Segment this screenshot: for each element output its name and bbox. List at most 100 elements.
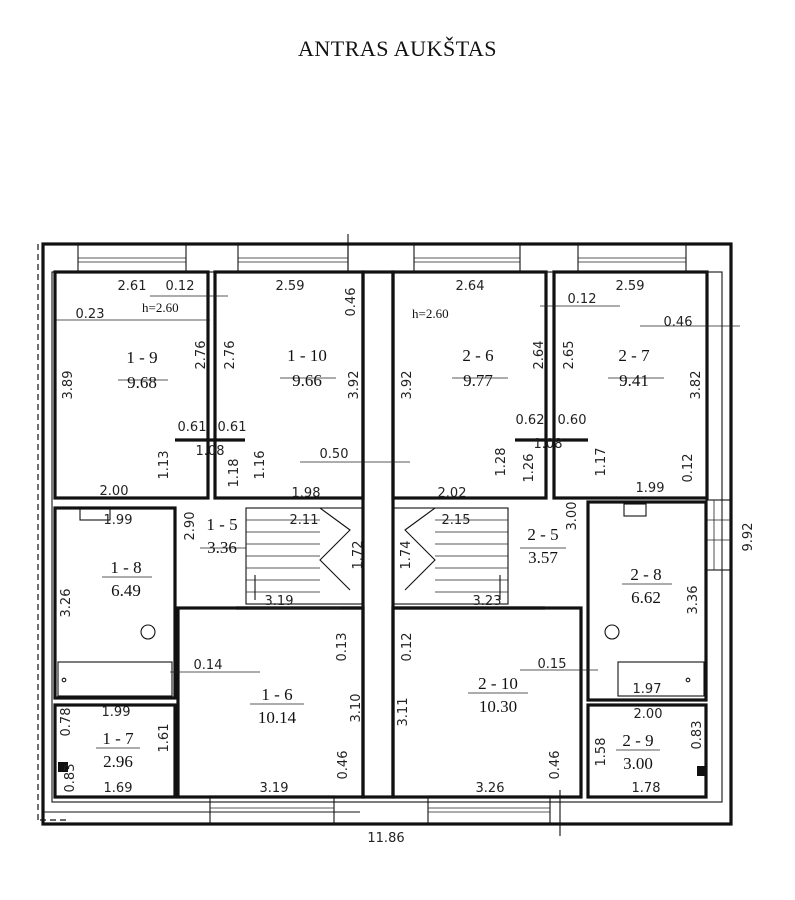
dimension-label: 2.59 [276,279,305,294]
dimension-label: 1.74 [399,541,414,570]
dimension-label: 2.00 [634,707,663,722]
dimension-label: 3.92 [400,371,415,400]
room-number: 1 - 9 [126,348,157,367]
dimension-label: 0.62 [516,413,545,428]
dimension-label: 2.76 [194,341,209,370]
window-top-2 [237,243,349,273]
dimension-label: 3.00 [565,502,580,531]
dimension-label: 3.23 [473,594,502,609]
dimension-label: 0.12 [681,454,696,483]
dimension-label: 3.89 [61,371,76,400]
dimension-label: 0.46 [548,751,563,780]
plan-title: ANTRAS AUKŠTAS [298,36,497,61]
chimney-left [58,762,68,772]
dimension-label: 1.99 [102,705,131,720]
room-number: 2 - 5 [527,525,558,544]
dimension-label: 1.97 [633,682,662,697]
dimension-label: 0.50 [320,447,349,462]
dimension-label: 2.00 [100,484,129,499]
dimension-label: 0.12 [400,633,415,662]
ceiling-height-note-right: h=2.60 [412,306,449,321]
room-area: 9.41 [619,371,649,390]
dimension-label: 3.82 [689,371,704,400]
dimension-label: 1.98 [292,486,321,501]
dimension-label: 1.69 [104,781,133,796]
dimension-label: 3.10 [349,694,364,723]
room-1-10: 1 - 10 9.66 [287,346,327,390]
overall-width-dimension: 11.86 [367,831,404,846]
stairs-right [392,507,509,605]
dimension-label: 9.92 [741,523,756,552]
dimension-label: 0.13 [335,633,350,662]
dimension-label: 1.26 [522,454,537,483]
room-2-5: 2 - 5 3.57 [527,525,558,567]
window-top-4 [577,243,687,273]
toilet-right [604,624,620,640]
room-area: 3.36 [207,538,237,557]
room-number: 1 - 10 [287,346,327,365]
dimension-label: 0.61 [218,420,247,435]
room-area: 2.96 [103,752,133,771]
chimney-right [697,766,707,776]
room-area: 9.77 [463,371,493,390]
dimension-label: 0.83 [690,721,705,750]
dimension-label: 0.15 [538,657,567,672]
room-area: 6.62 [631,588,661,607]
dimension-label: 1.13 [157,451,172,480]
dimension-label: 1.99 [104,513,133,528]
dimension-label: 1.16 [253,451,268,480]
dimension-label: 0.12 [568,292,597,307]
dimension-label: 2.90 [183,512,198,541]
dimension-label: 1.08 [196,444,225,459]
dimension-label: 1.72 [351,541,366,570]
window-top-3 [413,243,521,273]
room-number: 1 - 5 [206,515,237,534]
window-right [705,499,732,571]
room-area: 10.14 [258,708,297,727]
dimension-label: 2.76 [223,341,238,370]
dimension-label: 2.11 [290,513,319,528]
room-number: 2 - 6 [462,346,493,365]
dimension-label: 1.17 [594,448,609,477]
dimension-label: 1.28 [494,448,509,477]
dimension-label: 1.99 [636,481,665,496]
dimension-label: 2.65 [562,341,577,370]
room-2-6: 2 - 6 9.77 [462,346,493,390]
dimension-label: 3.19 [265,594,294,609]
dimension-label: 0.46 [336,751,351,780]
room-1-5: 1 - 5 3.36 [206,515,237,557]
dimension-labels: 2.61 0.12 2.59 2.64 0.12 2.59 0.23 0.46 … [59,279,756,846]
dimension-label: 3.11 [396,698,411,727]
room-area: 6.49 [111,581,141,600]
dimension-label: 1.08 [534,437,563,452]
room-2-7: 2 - 7 9.41 [618,346,650,390]
dimension-label: 3.92 [347,371,362,400]
ceiling-height-note-left: h=2.60 [142,300,179,315]
room-number: 1 - 7 [102,729,134,748]
dimension-label: 3.36 [686,586,701,615]
dimension-label: 1.58 [594,738,609,767]
dimension-label: 0.14 [194,658,223,673]
room-number: 2 - 8 [630,565,661,584]
dimension-label: 0.46 [664,315,693,330]
dimension-label: 1.78 [632,781,661,796]
room-number: 1 - 8 [110,558,141,577]
fixtures [57,503,707,776]
room-area: 3.00 [623,754,653,773]
dimension-label: 3.26 [476,781,505,796]
room-number: 1 - 6 [261,685,292,704]
dimension-label: 3.26 [59,589,74,618]
toilet-left [140,624,156,640]
dimension-label: 0.46 [344,288,359,317]
room-number: 2 - 9 [622,731,653,750]
window-bottom-1 [209,795,335,825]
room-2-10: 2 - 10 10.30 [478,674,518,716]
room-2-9: 2 - 9 3.00 [622,731,653,773]
room-2-8: 2 - 8 6.62 [630,565,661,607]
dimension-label: 0.83 [63,764,78,793]
room-1-8: 1 - 8 6.49 [110,558,141,600]
room-area: 9.66 [292,371,322,390]
window-top-1 [77,243,187,273]
dimension-label: 2.64 [532,341,547,370]
